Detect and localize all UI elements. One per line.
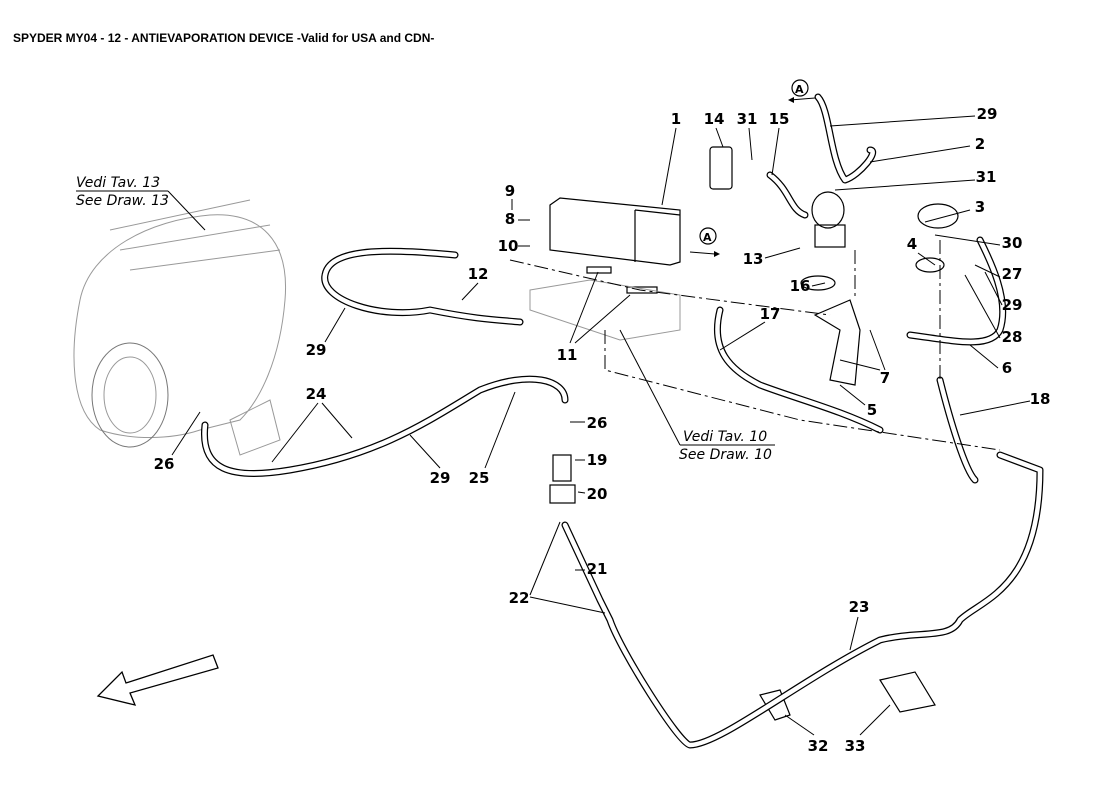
callout-15: 15 <box>769 110 790 128</box>
svg-text:A: A <box>703 231 712 244</box>
callout-27: 27 <box>1002 265 1023 283</box>
callout-16: 16 <box>790 277 811 295</box>
callout-3: 3 <box>975 198 985 216</box>
leader-line <box>859 704 891 736</box>
callout-labels: 1 14 31 15 29 2 31 3 30 4 27 29 28 6 75 18 16 17 13 9 8 10 12 1… <box>154 105 1051 755</box>
callout-18: 18 <box>1030 390 1051 408</box>
callout-13: 13 <box>743 250 764 268</box>
leader-line <box>719 321 766 351</box>
callout-8: 8 <box>505 210 515 228</box>
callout-14: 14 <box>704 110 725 128</box>
callout-24: 24 <box>306 385 327 403</box>
callout-30: 30 <box>1002 234 1023 252</box>
callout-12: 12 <box>468 265 489 283</box>
leader-line <box>715 127 724 148</box>
leader-line <box>924 209 971 223</box>
leader-line <box>869 145 971 163</box>
callout-28: 28 <box>1002 328 1023 346</box>
leader-line <box>849 616 859 651</box>
leader-line <box>484 391 516 469</box>
leader-line <box>771 127 780 176</box>
ref-draw10-line2: See Draw. 10 <box>679 447 772 463</box>
leader-line <box>461 282 479 301</box>
leader-line <box>917 252 936 266</box>
callout-1: 1 <box>671 110 681 128</box>
connector-a-top: A <box>788 79 816 103</box>
ref-draw10-line1: Vedi Tav. 10 <box>683 429 767 445</box>
leader-line <box>324 307 346 343</box>
leader-line <box>829 115 976 127</box>
callout-17: 17 <box>760 305 781 323</box>
leader-line <box>934 234 1001 246</box>
hoses <box>200 93 1044 749</box>
leader-line <box>321 402 353 439</box>
leader-line <box>748 127 753 161</box>
callout-5: 5 <box>867 401 877 419</box>
page-title: SPYDER MY04 - 12 - ANTIEVAPORATION DEVIC… <box>13 31 435 45</box>
leader-line <box>964 274 1001 339</box>
ref-draw13-line2: See Draw. 13 <box>76 193 169 209</box>
callout-23: 23 <box>849 598 870 616</box>
ref-draw13-line1: Vedi Tav. 13 <box>76 175 160 191</box>
leader-line <box>974 264 1001 278</box>
callout-29: 29 <box>430 469 451 487</box>
callout-11: 11 <box>557 346 578 364</box>
intake-manifold-illustration <box>73 199 287 456</box>
leader-line <box>569 271 599 344</box>
leader-line <box>764 247 801 259</box>
leader-lines <box>171 115 1031 736</box>
connector-a-canister: A <box>689 227 720 257</box>
callout-26: 26 <box>587 414 608 432</box>
small-parts-illustration <box>549 146 959 721</box>
leader-line <box>811 282 826 287</box>
leader-line <box>839 384 866 406</box>
leader-line <box>969 344 999 369</box>
callout-31: 31 <box>737 110 758 128</box>
leader-line <box>959 400 1031 416</box>
callout-21: 21 <box>587 560 608 578</box>
callout-33: 33 <box>845 737 866 755</box>
callout-29: 29 <box>1002 296 1023 314</box>
callout-4: 4 <box>907 235 917 253</box>
canister-illustration <box>529 197 681 341</box>
leader-line <box>834 179 976 191</box>
leader-line <box>577 491 586 494</box>
callout-31: 31 <box>976 168 997 186</box>
leader-line <box>984 271 1003 306</box>
callout-9: 9 <box>505 182 515 200</box>
svg-text:A: A <box>795 83 804 96</box>
leader-line <box>529 521 561 596</box>
callout-26: 26 <box>154 455 175 473</box>
callout-7: 7 <box>880 369 890 387</box>
callout-19: 19 <box>587 451 608 469</box>
leader-line <box>869 329 886 371</box>
callout-32: 32 <box>808 737 829 755</box>
leader-line <box>574 294 631 344</box>
leader-line <box>271 402 319 463</box>
callout-10: 10 <box>498 237 519 255</box>
callout-2: 2 <box>975 135 985 153</box>
leader-line <box>529 596 606 614</box>
leader-line <box>409 434 441 469</box>
callout-22: 22 <box>509 589 530 607</box>
callout-29: 29 <box>977 105 998 123</box>
leader-line <box>784 714 815 736</box>
callout-6: 6 <box>1002 359 1012 377</box>
leader-line <box>171 411 201 456</box>
callout-20: 20 <box>587 485 608 503</box>
leader-line <box>839 359 881 371</box>
alignment-lines <box>509 240 1001 451</box>
leader-line <box>661 127 677 206</box>
large-arrow-down-left-icon <box>96 654 219 706</box>
callout-25: 25 <box>469 469 490 487</box>
callout-29: 29 <box>306 341 327 359</box>
